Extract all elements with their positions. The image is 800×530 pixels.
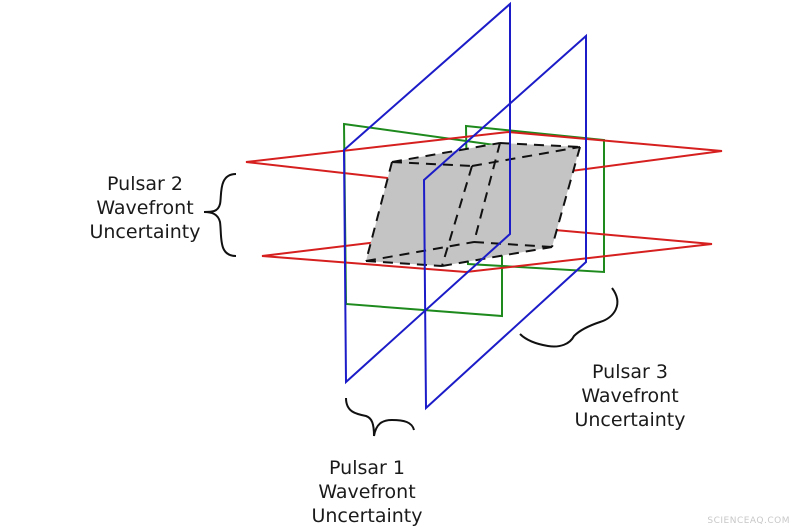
pulsar1-label: Pulsar 1 Wavefront Uncertainty <box>292 456 442 528</box>
pulsar1-plane-left <box>342 1 511 385</box>
pulsar3-label-line1: Pulsar 3 <box>592 361 668 383</box>
pulsar3-label: Pulsar 3 Wavefront Uncertainty <box>560 360 700 432</box>
pulsar2-label: Pulsar 2 Wavefront Uncertainty <box>80 172 210 244</box>
pulsar3-label-line3: Uncertainty <box>574 409 686 431</box>
pulsar2-label-line2: Wavefront <box>96 197 194 219</box>
pulsar1-label-line1: Pulsar 1 <box>329 457 405 479</box>
pulsar1-label-line2: Wavefront <box>318 481 416 503</box>
overlap-region <box>366 143 580 266</box>
pulsar2-label-line3: Uncertainty <box>89 221 201 243</box>
pulsar3-label-line2: Wavefront <box>581 385 679 407</box>
pulsar1-plane-right <box>422 33 587 411</box>
pulsar2-label-line1: Pulsar 2 <box>107 173 183 195</box>
pulsar1-label-line3: Uncertainty <box>311 505 423 527</box>
pulsar2-brace <box>203 173 237 257</box>
pulsar3-brace <box>519 287 619 348</box>
pulsar1-brace <box>345 397 415 437</box>
watermark: SCIENCEAQ.COM <box>707 516 790 526</box>
overlap-edges <box>365 142 581 267</box>
pulsar2-plane-top <box>245 130 723 188</box>
